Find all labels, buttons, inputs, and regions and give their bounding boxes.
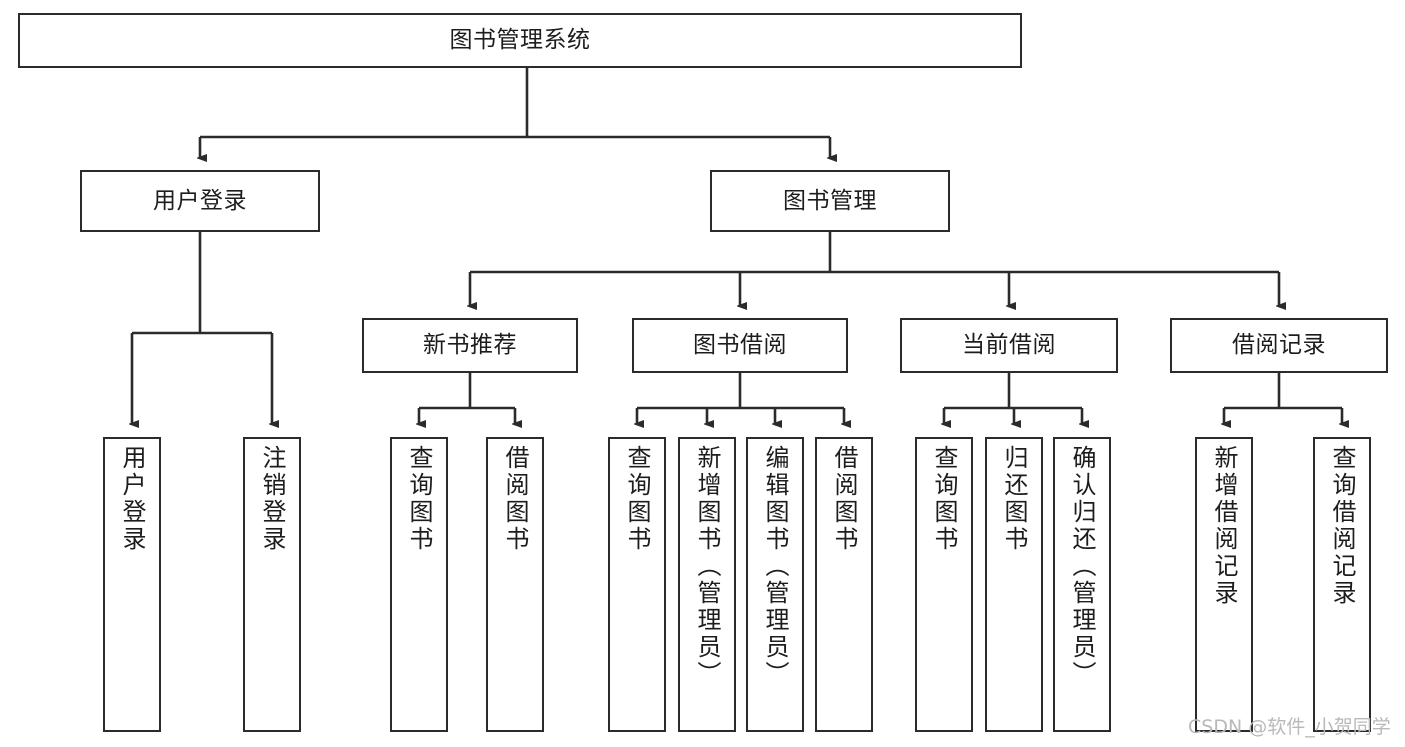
edges-borrow-to-leaves	[637, 373, 844, 424]
edges-bookmgmt-to-level3	[470, 232, 1279, 306]
node-label: 查询图书	[930, 445, 958, 553]
node-root-system[interactable]: 图书管理系统	[18, 13, 1022, 68]
leaf-logout[interactable]: 注销登录	[243, 437, 301, 732]
leaf-return-book[interactable]: 归还图书	[985, 437, 1043, 732]
leaf-add-book-admin[interactable]: 新增图书（管理员）	[678, 437, 736, 732]
node-label: 编辑图书（管理员）	[761, 445, 789, 688]
node-label: 归还图书	[1000, 445, 1028, 553]
edges-newbook-to-leaves	[419, 373, 515, 424]
node-label: 注销登录	[258, 445, 286, 553]
leaf-confirm-return-admin[interactable]: 确认归还（管理员）	[1053, 437, 1111, 732]
node-label: 新增图书（管理员）	[693, 445, 721, 688]
node-borrow-record[interactable]: 借阅记录	[1170, 318, 1388, 373]
node-label: 查询借阅记录	[1328, 445, 1356, 607]
node-label: 新增借阅记录	[1210, 445, 1238, 607]
leaf-add-borrow-record[interactable]: 新增借阅记录	[1195, 437, 1253, 732]
leaf-edit-book-admin[interactable]: 编辑图书（管理员）	[746, 437, 804, 732]
leaf-query-book-recommend[interactable]: 查询图书	[390, 437, 448, 732]
csdn-watermark: CSDN @软件_小贺同学	[1188, 716, 1391, 738]
node-new-book-recommend[interactable]: 新书推荐	[362, 318, 578, 373]
node-book-management[interactable]: 图书管理	[710, 170, 950, 232]
edges-record-to-leaves	[1224, 373, 1342, 424]
leaf-borrow-book-recommend[interactable]: 借阅图书	[486, 437, 544, 732]
node-label: 查询图书	[623, 445, 651, 553]
node-label: 用户登录	[118, 445, 146, 553]
edges-userlogin-to-leaves	[132, 232, 272, 424]
node-user-login[interactable]: 用户登录	[80, 170, 320, 232]
node-label: 用户登录	[153, 187, 247, 214]
node-label: 当前借阅	[962, 332, 1056, 358]
node-label: 图书管理系统	[449, 27, 591, 53]
edges-current-to-leaves	[944, 373, 1082, 424]
node-label: 查询图书	[405, 445, 433, 553]
leaf-borrow-book[interactable]: 借阅图书	[815, 437, 873, 732]
leaf-query-borrow-record[interactable]: 查询借阅记录	[1313, 437, 1371, 732]
edges-root-to-level2	[200, 68, 830, 158]
node-label: 借阅图书	[501, 445, 529, 553]
node-label: 图书管理	[783, 187, 877, 214]
leaf-query-book-borrow[interactable]: 查询图书	[608, 437, 666, 732]
leaf-query-book-current[interactable]: 查询图书	[915, 437, 973, 732]
leaf-user-login[interactable]: 用户登录	[103, 437, 161, 732]
node-label: 借阅图书	[830, 445, 858, 553]
node-current-borrow[interactable]: 当前借阅	[900, 318, 1118, 373]
node-label: 确认归还（管理员）	[1068, 445, 1096, 688]
node-label: 图书借阅	[693, 332, 787, 358]
node-label: 借阅记录	[1232, 332, 1326, 358]
node-label: 新书推荐	[423, 332, 517, 358]
node-book-borrow[interactable]: 图书借阅	[632, 318, 848, 373]
